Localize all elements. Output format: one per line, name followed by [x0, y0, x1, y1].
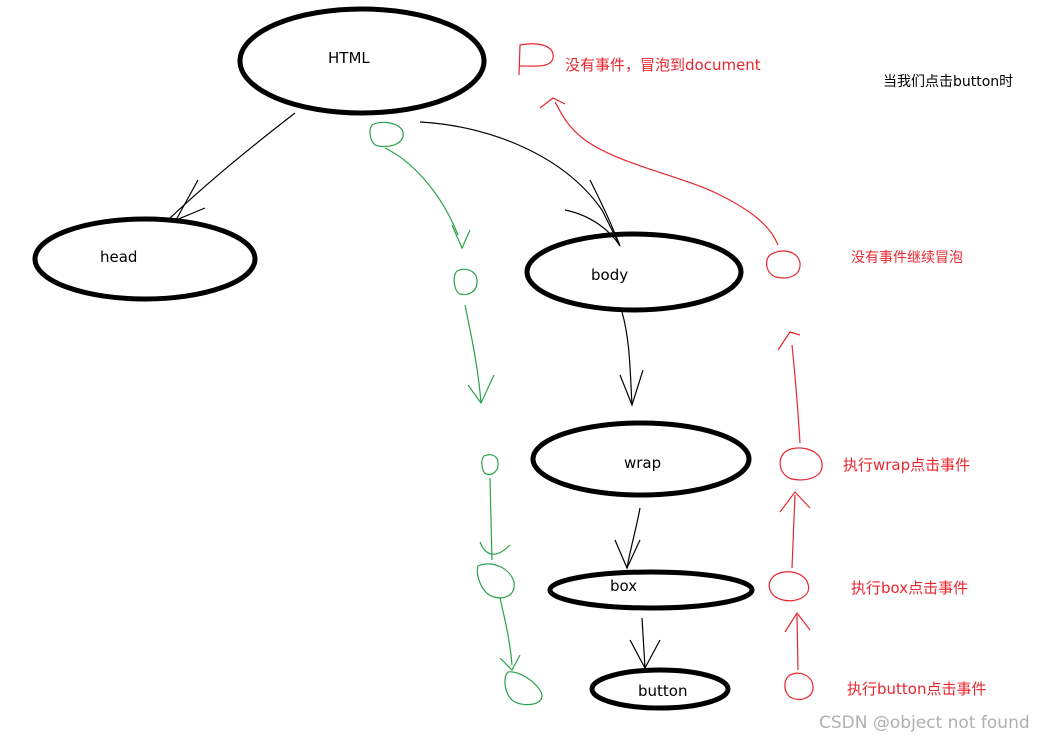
bubble-circle-button: [784, 672, 814, 700]
capture-circle-5: [504, 671, 543, 706]
edge-box-button-arrowhead: [629, 639, 661, 670]
edge-body-wrap: [621, 311, 633, 406]
watermark: CSDN @object not found: [819, 713, 1030, 733]
edge-body-wrap-arrowhead: [619, 369, 644, 407]
edge-html-head-arrowhead: [174, 179, 206, 222]
bubble-segment-2: [791, 494, 796, 569]
capture-segment-3: [489, 477, 493, 561]
capture-segment-1: [384, 147, 459, 236]
tree-edges: [167, 112, 661, 670]
capture-segment-4: [499, 597, 513, 666]
capture-segment-2: [464, 304, 482, 404]
head-node-label: head: [100, 248, 138, 266]
box-node-label: box: [610, 577, 638, 595]
exec-box-annotation: 执行box点击事件: [851, 579, 969, 597]
edge-html-body-arrowhead: [564, 179, 621, 247]
no-event-continue-annotation: 没有事件继续冒泡: [851, 250, 963, 266]
bubble-circle-box: [768, 571, 810, 602]
document-flag-icon: [518, 43, 554, 76]
exec-button-annotation: 执行button点击事件: [847, 680, 987, 698]
capture-circle-3: [481, 454, 499, 476]
bubble-segment-1: [796, 614, 799, 671]
head-node: [32, 216, 258, 302]
exec-wrap-annotation: 执行wrap点击事件: [843, 456, 971, 474]
capture-arrowhead-2: [467, 374, 495, 405]
bubble-arrowhead-4: [539, 97, 566, 109]
bubble-circle-wrap: [779, 447, 823, 481]
box-node: [547, 569, 755, 611]
diagram-title: 当我们点击button时: [883, 74, 1014, 90]
bubble-arrowhead-2: [779, 491, 811, 513]
button-node: [589, 667, 731, 711]
capture-circle-2: [453, 268, 478, 296]
capture-arrowhead-3: [479, 541, 511, 555]
button-node-label: button: [638, 682, 688, 700]
wrap-node-label: wrap: [624, 454, 662, 472]
bubble-path: [518, 43, 823, 700]
capture-arrowhead-1: [451, 224, 471, 250]
body-node-label: body: [591, 266, 629, 284]
capture-circle-1: [369, 121, 404, 148]
edge-html-head: [167, 112, 296, 221]
wrap-node: [530, 420, 752, 498]
bubble-segment-3: [791, 344, 801, 444]
no-event-document-annotation: 没有事件，冒泡到document: [565, 56, 761, 74]
bubble-arrowhead-3: [777, 331, 801, 351]
capture-path: [369, 121, 543, 706]
capture-arrowhead-4: [499, 654, 521, 671]
bubble-segment-4: [554, 101, 779, 246]
bubble-circle-body: [766, 250, 801, 279]
bubble-arrowhead-1: [784, 611, 811, 633]
html-node: [237, 6, 487, 116]
edge-wrap-box: [626, 507, 641, 569]
edge-html-body: [419, 121, 621, 247]
edge-box-button: [641, 617, 646, 669]
html-node-label: HTML: [328, 49, 370, 67]
body-node: [524, 231, 744, 313]
capture-circle-4: [476, 563, 515, 599]
edge-wrap-box-arrowhead: [614, 539, 641, 570]
